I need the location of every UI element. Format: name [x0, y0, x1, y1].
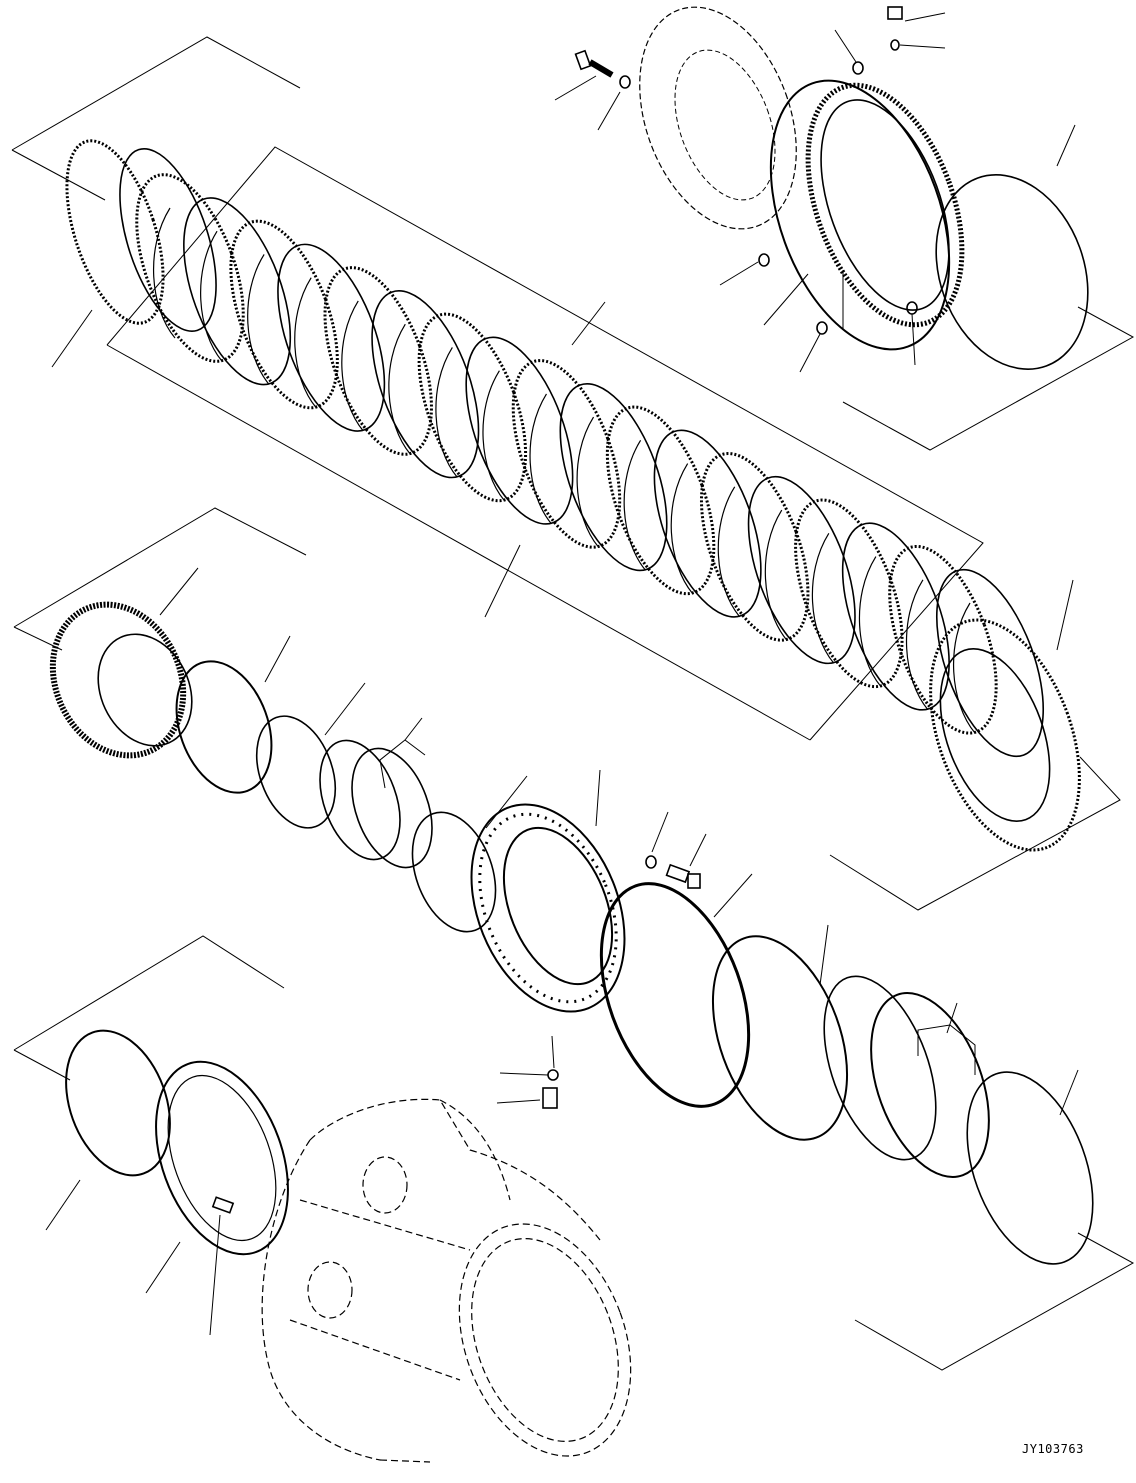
clutch-disc [229, 219, 339, 410]
clutch-disc-inner-edge [435, 347, 458, 478]
ring-gear-assembly [554, 6, 1135, 451]
clutch-disc [559, 383, 668, 572]
clutch-disc [417, 312, 528, 503]
clutch-disc-inner-edge [670, 463, 694, 594]
clutch-disc [277, 243, 386, 432]
clutch-disc-inner-edge [905, 579, 929, 711]
clutch-disc-inner-edge [858, 556, 882, 687]
drawing-id-label: JY103763 [1022, 1442, 1084, 1456]
clutch-disc [183, 197, 292, 386]
clutch-disc [935, 568, 1045, 758]
clutch-disc [605, 405, 716, 596]
clutch-disc [465, 336, 574, 525]
clutch-disc [323, 266, 433, 456]
clutch-disc-inner-edge [764, 509, 788, 641]
clutch-disc-pair-top-left [11, 36, 301, 368]
clutch-disc [135, 173, 245, 363]
hub-and-seal-rings [13, 507, 1135, 1371]
clutch-disc-inner-edge [341, 300, 364, 432]
clutch-disc-inner-edge [152, 207, 176, 339]
clutch-disc [371, 290, 480, 479]
clutch-disc-inner-edge [717, 486, 741, 618]
clutch-disc-inner-edge [247, 254, 270, 385]
clutch-disc [653, 429, 762, 618]
final-drive-case-assembly [13, 935, 632, 1463]
clutch-disc-inner-edge [294, 277, 317, 409]
clutch-disc-inner-edge [388, 323, 411, 455]
clutch-disc [841, 522, 950, 711]
clutch-disc [888, 544, 998, 735]
clutch-disc-inner-edge [952, 602, 976, 734]
clutch-disc-stack [106, 146, 984, 741]
clutch-disc-inner-edge [811, 532, 835, 664]
clutch-disc [511, 359, 622, 549]
clutch-disc-inner-edge [482, 370, 505, 502]
clutch-disc [699, 452, 810, 642]
clutch-disc-inner-edge [529, 393, 552, 525]
clutch-disc [747, 475, 856, 665]
clutch-disc-inner-edge [200, 230, 223, 362]
clutch-disc-inner-edge [623, 440, 647, 571]
clutch-disc-inner-edge [576, 416, 599, 548]
clutch-disc [794, 498, 904, 689]
